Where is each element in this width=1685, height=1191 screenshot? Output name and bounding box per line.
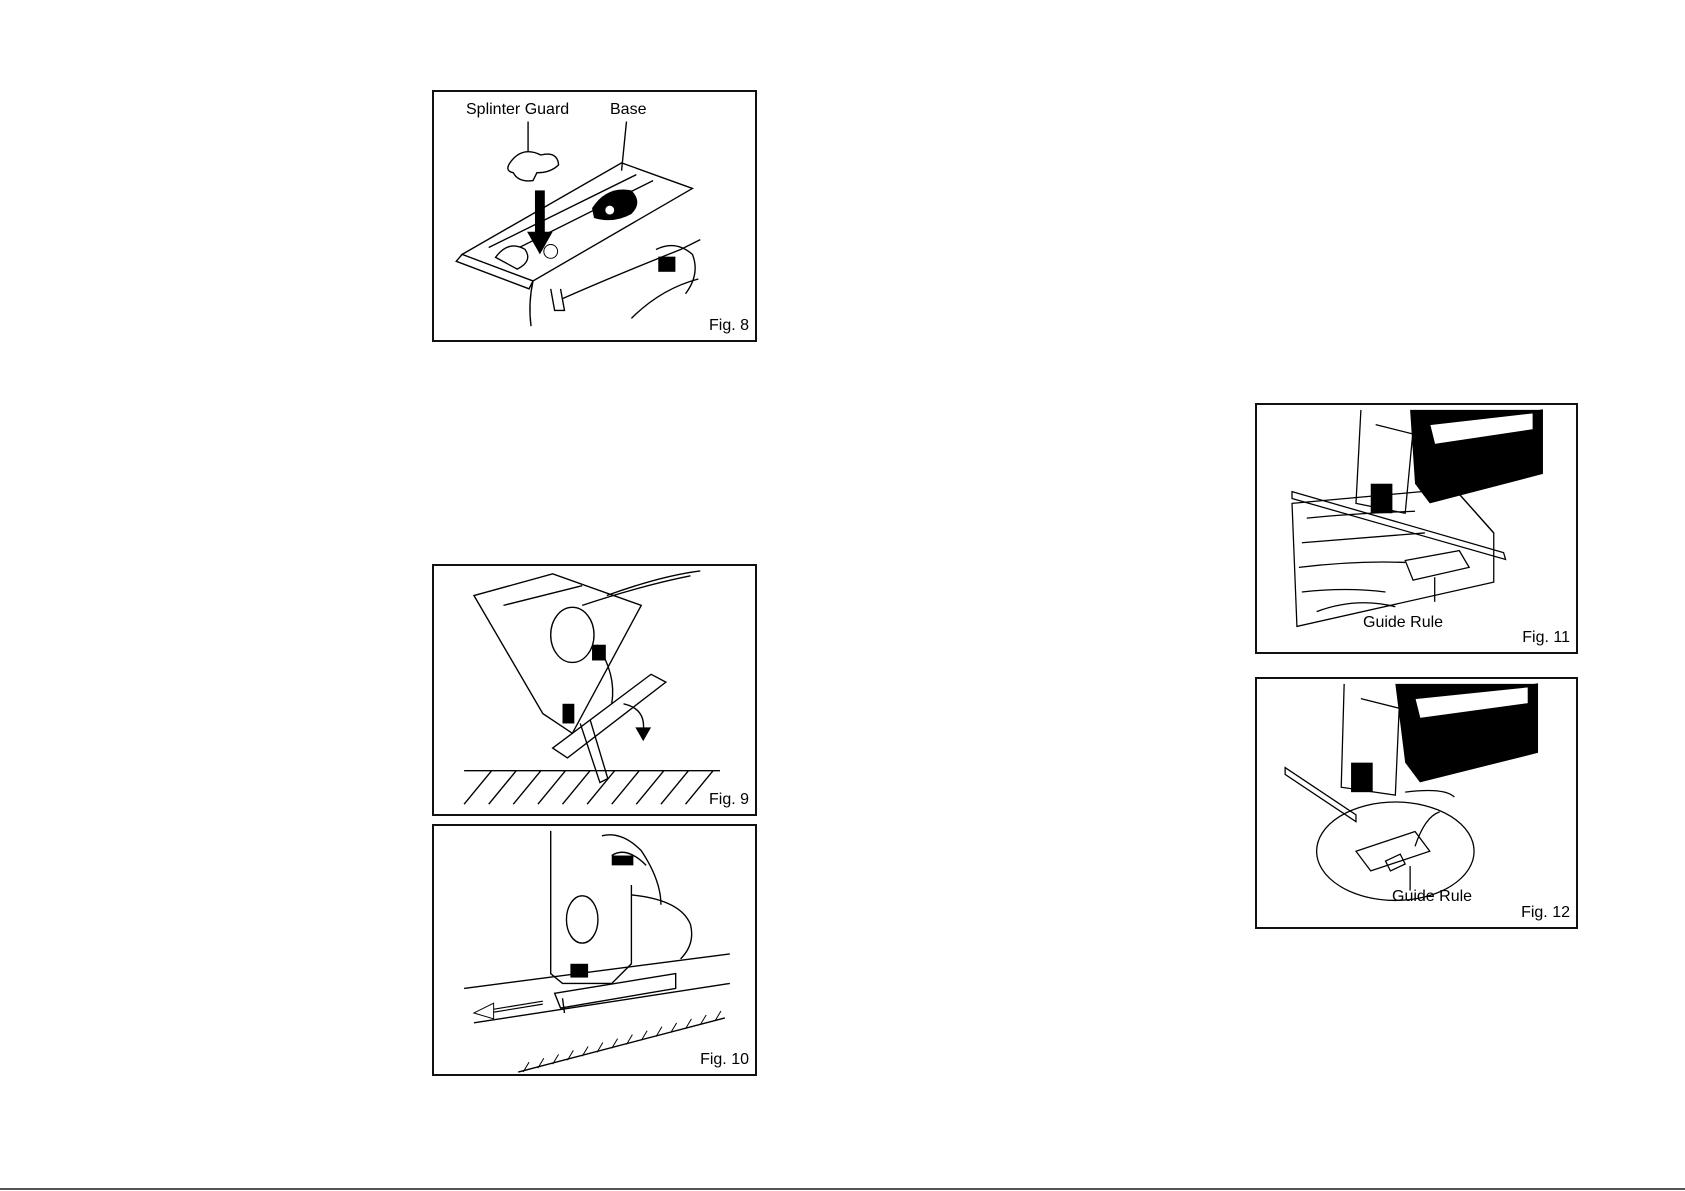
fig10-illustration bbox=[434, 826, 755, 1074]
fig8-number: Fig. 8 bbox=[709, 318, 749, 334]
splinter-guard-label: Splinter Guard bbox=[466, 102, 569, 118]
figure-9: Fig. 9 bbox=[432, 564, 757, 816]
fig12-number: Fig. 12 bbox=[1521, 905, 1570, 921]
figure-10: Fig. 10 bbox=[432, 824, 757, 1076]
fig8-illustration bbox=[434, 92, 755, 340]
fig9-illustration bbox=[434, 566, 755, 814]
fig11-number: Fig. 11 bbox=[1522, 630, 1570, 646]
guide-rule-label: Guide Rule bbox=[1392, 889, 1472, 905]
fig9-number: Fig. 9 bbox=[709, 792, 749, 808]
bottom-rule bbox=[0, 1188, 1685, 1190]
base-label: Base bbox=[610, 102, 646, 118]
figure-12: Guide Rule Fig. 12 bbox=[1255, 677, 1578, 929]
figure-11: Guide Rule Fig. 11 bbox=[1255, 403, 1578, 654]
fig10-number: Fig. 10 bbox=[700, 1052, 749, 1068]
figure-8: Splinter Guard Base Fig. 8 bbox=[432, 90, 757, 342]
guide-rule-label: Guide Rule bbox=[1363, 615, 1443, 631]
